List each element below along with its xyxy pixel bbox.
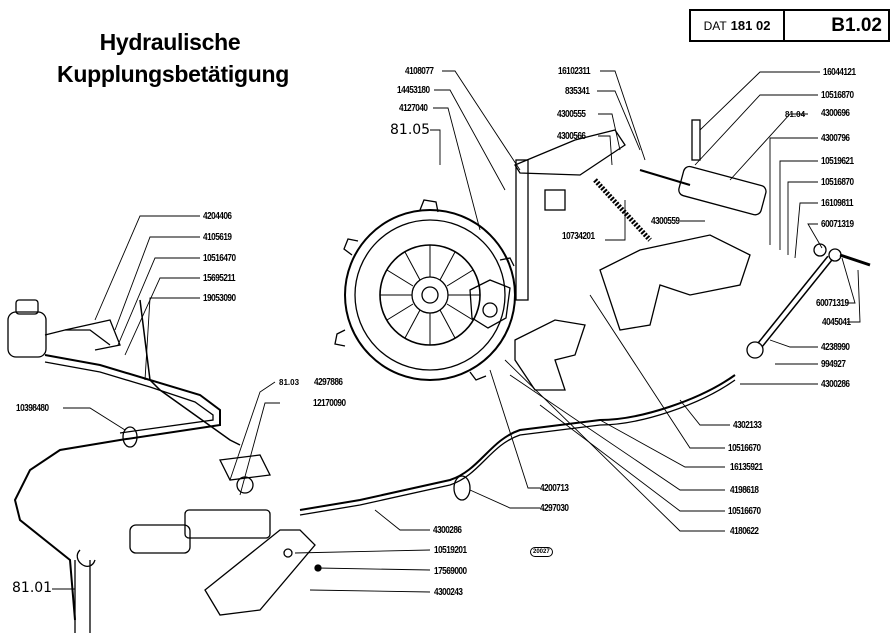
part-number-label: 10519621 [821,156,854,167]
clutch-pressure-plate [334,199,516,381]
part-number-label: 10516670 [728,443,761,454]
dat-number-cell: DAT 181 02 [691,11,785,40]
cross-reference-label: 81.04 [785,110,806,119]
part-number-label: 14453180 [397,85,430,96]
part-number-label: 4300555 [557,109,586,120]
part-number-label: 4238990 [821,342,850,353]
part-number-label: 4300559 [651,216,680,227]
part-number-label: 4300286 [821,379,850,390]
part-number-label: 10519201 [434,545,467,556]
master-cylinder [129,454,271,554]
cross-reference-label: 81.03 [279,378,300,387]
document-header-box: DAT 181 02 B1.02 [689,9,890,42]
part-number-label: 16044121 [823,67,856,78]
part-number-label: 4297030 [540,503,569,514]
part-number-label: 16135921 [730,462,763,473]
part-number-label: 835341 [565,86,590,97]
part-number-label: 4180622 [730,526,759,537]
fluid-reservoir [7,299,111,358]
diagram-title-line2: Kupplungsbetätigung [57,61,289,87]
drawing-number-badge: 20027 [530,547,553,557]
part-number-label: 4300243 [434,587,463,598]
part-number-label: 60071319 [816,298,849,309]
part-number-label: 4108077 [405,66,434,77]
part-number-label: 4105619 [203,232,232,243]
part-number-label: 4198618 [730,485,759,496]
pedal-pad [204,529,316,616]
part-number-label: 10398480 [16,403,49,414]
part-number-label: 4302133 [733,420,762,431]
release-lever [514,129,626,176]
slave-cylinder [639,119,767,216]
part-number-label: 10516670 [728,506,761,517]
dat-number: 181 02 [730,18,771,33]
pivot-shaft [515,159,529,301]
dat-prefix: DAT [703,18,727,33]
page-code: B1.02 [831,14,882,36]
part-number-label: 4127040 [399,103,428,114]
part-number-label: 4297886 [314,377,343,388]
part-number-label: 60071319 [821,219,854,230]
hydraulic-pipe [299,374,736,511]
pedal-rod [74,549,96,633]
cross-reference-label: 81.05 [390,122,431,138]
release-bearing [469,279,511,329]
mounting-bracket [599,234,751,331]
part-number-label: 17569000 [434,566,467,577]
part-number-label: 16109811 [821,198,854,209]
leader-lines [52,70,861,593]
part-number-label: 994927 [821,359,846,370]
part-number-label: 10516870 [821,177,854,188]
part-number-label: 10516470 [203,253,236,264]
part-number-label: 16102311 [558,66,591,77]
part-number-label: 4200713 [540,483,569,494]
return-spring [593,178,652,242]
part-number-label: 4204406 [203,211,232,222]
cross-reference-label: 81.01 [12,580,53,596]
part-number-label: 4300566 [557,131,586,142]
part-number-label: 12170090 [313,398,346,409]
part-number-label: 19053090 [203,293,236,304]
part-number-label: 10516870 [821,90,854,101]
diagram-title-line1: Hydraulische [99,29,241,55]
part-number-label: 15695211 [203,273,236,284]
part-number-label: 10734201 [562,231,595,242]
guide-bracket [514,319,586,391]
part-number-label: 4300796 [821,133,850,144]
part-number-label: 4300286 [433,525,462,536]
pipe-grommet [453,475,471,501]
part-number-label: 4300696 [821,108,850,119]
part-number-label: 4045041 [822,317,851,328]
